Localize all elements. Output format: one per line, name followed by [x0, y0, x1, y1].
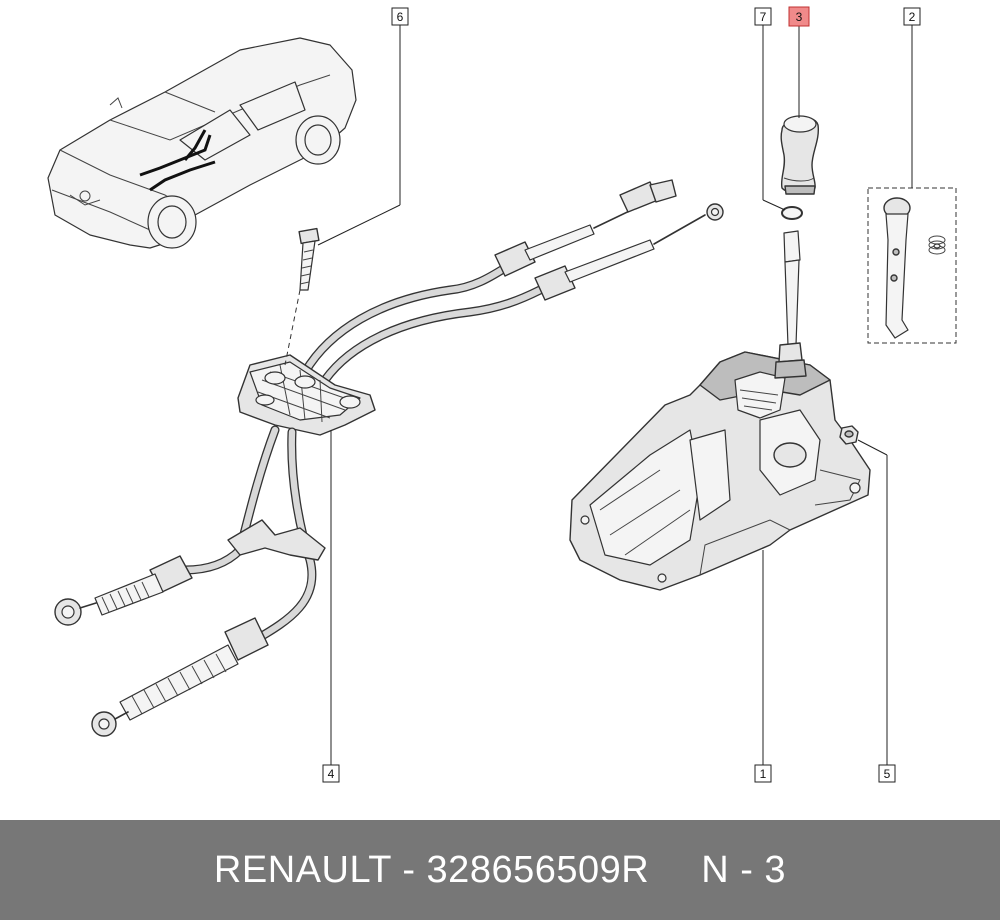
brand-part-number: RENAULT - 328656509R [213, 848, 650, 891]
callout-6: 6 [391, 7, 409, 26]
gear-cable-assembly-part-4 [54, 179, 724, 737]
callout-4: 4 [322, 764, 340, 783]
part-2-group [867, 187, 957, 344]
spring-icon [928, 235, 946, 255]
o-ring-part-7 [781, 206, 803, 220]
gear-shift-housing-part-1 [569, 351, 871, 591]
callout-3-number: 3 [796, 10, 803, 24]
callout-7: 7 [754, 7, 772, 26]
diagram-reference: N - 3 [701, 848, 787, 891]
callout-5-number: 5 [884, 767, 891, 781]
car-illustration [47, 37, 357, 249]
part-number-footer: RENAULT - 328656509R N - 3 [0, 820, 1000, 920]
callout-5: 5 [878, 764, 896, 783]
nut-part-5 [839, 425, 859, 445]
shift-lever-rod [774, 230, 807, 379]
bolt-part-6 [298, 227, 320, 291]
callout-4-number: 4 [328, 767, 335, 781]
callout-7-number: 7 [760, 10, 767, 24]
callout-3: 3 [788, 6, 810, 27]
callout-1-number: 1 [760, 767, 767, 781]
parts-diagram: 6 7 3 2 4 1 5 [47, 6, 957, 783]
callout-2: 2 [903, 7, 921, 26]
callout-1: 1 [754, 764, 772, 783]
callout-2-number: 2 [909, 10, 916, 24]
callout-6-number: 6 [397, 10, 404, 24]
leader-lines [284, 25, 913, 765]
gear-knob-part-3 [780, 115, 820, 195]
